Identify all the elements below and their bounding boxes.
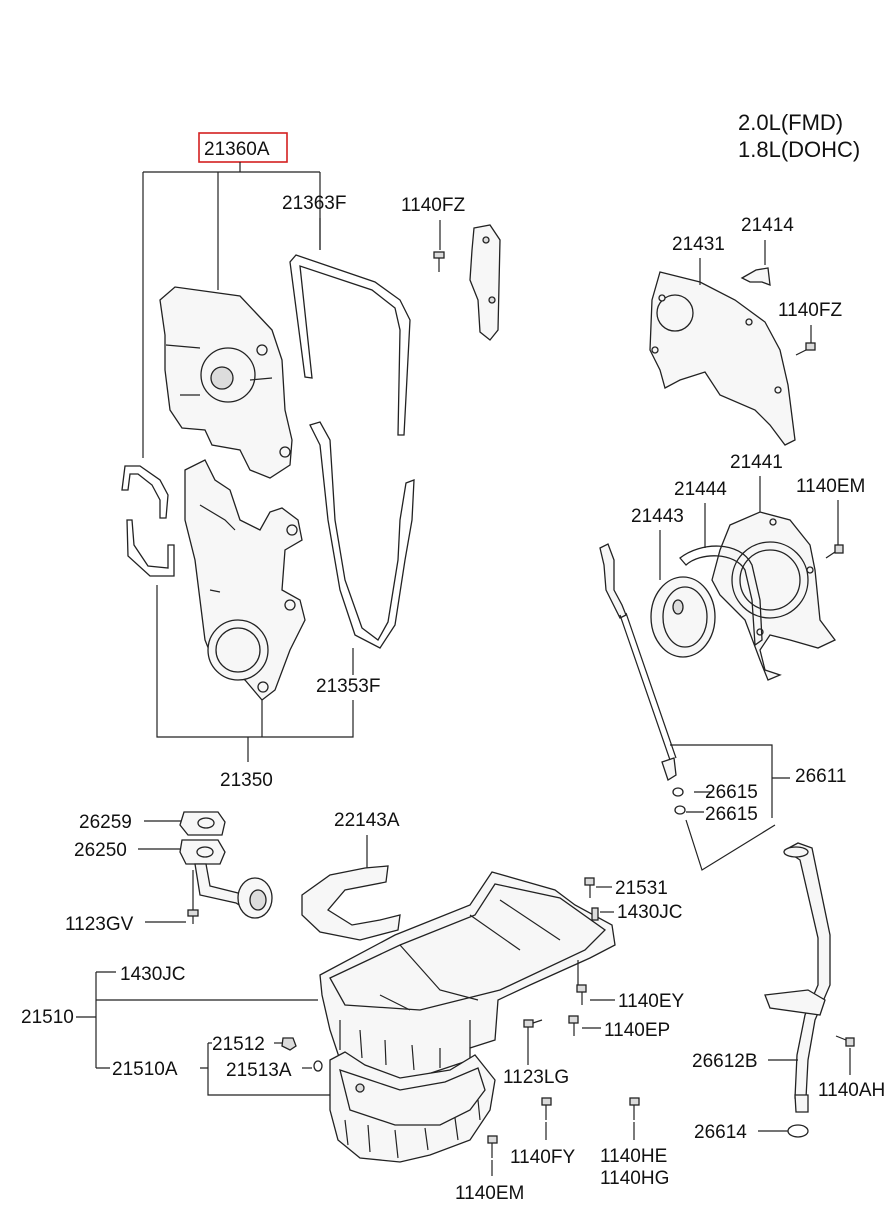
label-26612B[interactable]: 26612B <box>692 1051 758 1072</box>
label-21414[interactable]: 21414 <box>741 215 794 236</box>
label-1430JC-a[interactable]: 1430JC <box>617 902 683 923</box>
label-21510A[interactable]: 21510A <box>112 1059 178 1080</box>
leader-26615-b <box>685 811 776 871</box>
bolt-1123GV <box>187 909 199 924</box>
label-21360A[interactable]: 21360A <box>204 139 270 160</box>
leader-21512-21513A <box>200 1042 330 1096</box>
label-21531[interactable]: 21531 <box>615 878 668 899</box>
label-21513A[interactable]: 21513A <box>226 1060 292 1081</box>
label-1140FZ-rear[interactable]: 1140FZ <box>778 300 842 321</box>
label-21431[interactable]: 21431 <box>672 234 725 255</box>
label-21512[interactable]: 21512 <box>212 1034 265 1055</box>
timing-bracket <box>469 224 501 341</box>
upper-timing-cover <box>159 262 293 479</box>
oil-seal-ring <box>650 576 716 658</box>
leader-21360A <box>142 162 321 458</box>
label-21350[interactable]: 21350 <box>220 770 273 791</box>
gasket-26259 <box>179 811 226 836</box>
bolt-1140EM-rear <box>825 544 844 559</box>
oring-26615-a <box>672 787 684 797</box>
dipstick-tube <box>764 842 831 1113</box>
seal-housing <box>711 511 836 681</box>
bolt-1140EM-pan <box>487 1135 498 1158</box>
label-1430JC-b[interactable]: 1430JC <box>120 964 186 985</box>
highlight-box <box>198 132 288 163</box>
clip-21414 <box>740 267 771 286</box>
label-1140HE[interactable]: 1140HE <box>600 1146 667 1167</box>
lower-cover-gasket <box>309 421 415 649</box>
label-1140EM-pan[interactable]: 1140EM <box>455 1183 524 1204</box>
label-21363F[interactable]: 21363F <box>282 193 346 214</box>
bracket-hole <box>482 236 490 244</box>
oring-26615-b <box>674 805 686 815</box>
label-21510[interactable]: 21510 <box>21 1007 74 1028</box>
dipstick <box>599 543 677 781</box>
label-21441[interactable]: 21441 <box>730 452 783 473</box>
bracket-hole-2 <box>488 296 496 304</box>
leader-26611 <box>670 744 773 818</box>
lower-timing-cover <box>184 459 306 701</box>
leader-21350 <box>156 585 354 762</box>
label-26250[interactable]: 26250 <box>74 840 127 861</box>
engine-spec-line1: 2.0L(FMD) <box>738 110 843 135</box>
bolt-1140EP <box>568 1015 579 1036</box>
label-26614[interactable]: 26614 <box>694 1122 747 1143</box>
label-21353F[interactable]: 21353F <box>316 676 380 697</box>
label-26259[interactable]: 26259 <box>79 812 132 833</box>
label-1140EP[interactable]: 1140EP <box>604 1020 670 1041</box>
seal-strip-lower <box>126 519 175 577</box>
upper-cover-gasket <box>289 254 411 436</box>
label-1140HG[interactable]: 1140HG <box>600 1168 669 1189</box>
label-1123LG[interactable]: 1123LG <box>503 1067 569 1088</box>
label-22143A[interactable]: 22143A <box>334 810 400 831</box>
bolt-1123LG <box>523 1019 543 1028</box>
seal-strip-upper <box>121 465 169 519</box>
drain-plug-21512 <box>281 1037 297 1051</box>
bolt-1140FZ-upper <box>433 251 445 272</box>
seal-gasket <box>679 545 763 647</box>
bolt-1140FY <box>541 1097 552 1120</box>
washer-21513A <box>313 1060 323 1072</box>
lower-oil-pan <box>329 1051 496 1163</box>
oil-strainer <box>179 839 273 919</box>
label-1123GV[interactable]: 1123GV <box>65 914 134 935</box>
label-1140AH[interactable]: 1140AH <box>818 1080 885 1101</box>
bolt-21531 <box>584 877 595 898</box>
plug-1430JC-a <box>591 907 599 921</box>
oring-26614 <box>787 1124 809 1138</box>
label-21444[interactable]: 21444 <box>674 479 727 500</box>
bolt-1140AH <box>835 1035 855 1047</box>
label-26615-b[interactable]: 26615 <box>705 804 758 825</box>
upper-oil-pan <box>319 871 616 1081</box>
bolt-1140HE <box>629 1097 640 1120</box>
leader-21510 <box>76 971 318 1069</box>
label-26611[interactable]: 26611 <box>795 766 846 787</box>
bolt-1140FZ-rear <box>795 342 816 356</box>
label-1140EY[interactable]: 1140EY <box>618 991 685 1012</box>
oil-baffle <box>301 865 401 941</box>
bolt-1140EY <box>576 984 587 1005</box>
label-1140EM-rear[interactable]: 1140EM <box>796 476 865 497</box>
label-26615-a[interactable]: 26615 <box>705 782 758 803</box>
label-21443[interactable]: 21443 <box>631 506 684 527</box>
label-1140FZ-upper[interactable]: 1140FZ <box>401 195 465 216</box>
rear-cover-plate <box>649 271 796 446</box>
label-1140FY[interactable]: 1140FY <box>510 1147 575 1168</box>
engine-spec-line2: 1.8L(DOHC) <box>738 137 860 162</box>
gasket-26259-hole <box>197 817 215 829</box>
